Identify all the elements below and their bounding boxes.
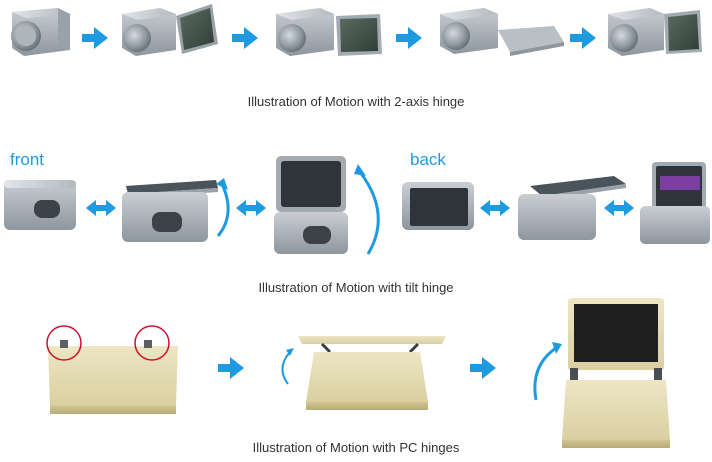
right-arrow-icon [570, 27, 596, 49]
right-arrow-icon [396, 27, 422, 49]
laptop-opening [281, 336, 446, 410]
right-arrow-icon [232, 27, 258, 49]
device-front-tilting [122, 178, 230, 242]
device-back-closed [402, 182, 474, 230]
two-axis-row [11, 4, 702, 56]
camera-screen-opening [122, 4, 218, 56]
right-arrow-icon [218, 357, 244, 379]
hinge-highlight-left [46, 325, 82, 361]
curved-arrow-icon [216, 183, 230, 237]
pc-row [46, 298, 670, 448]
laptop-closed [46, 325, 178, 414]
hinge-highlight-right [134, 325, 170, 361]
label-front: front [10, 150, 44, 169]
camera-screen-open [276, 8, 382, 56]
double-arrow-icon [480, 200, 510, 216]
curved-arrow-icon [358, 171, 380, 255]
caption-pc: Illustration of Motion with PC hinges [253, 440, 460, 455]
curved-arrow-icon [281, 351, 291, 385]
tilt-row [4, 156, 710, 255]
double-arrow-icon [236, 200, 266, 216]
double-arrow-icon [604, 200, 634, 216]
right-arrow-icon [470, 357, 496, 379]
right-arrow-icon [82, 27, 108, 49]
camera-screen-flat [440, 8, 564, 56]
device-screen-up [274, 156, 380, 255]
double-arrow-icon [86, 200, 116, 216]
camera-closed [11, 8, 70, 56]
laptop-open [533, 298, 670, 448]
caption-two-axis: Illustration of Motion with 2-axis hinge [248, 94, 465, 109]
device-back-tilting [518, 176, 626, 240]
camera-screen-rotated [608, 8, 702, 56]
device-back-open [640, 162, 710, 244]
device-front-closed [4, 180, 76, 230]
caption-tilt: Illustration of Motion with tilt hinge [258, 280, 453, 295]
label-back: back [410, 150, 446, 169]
curved-arrow-icon [533, 346, 557, 401]
